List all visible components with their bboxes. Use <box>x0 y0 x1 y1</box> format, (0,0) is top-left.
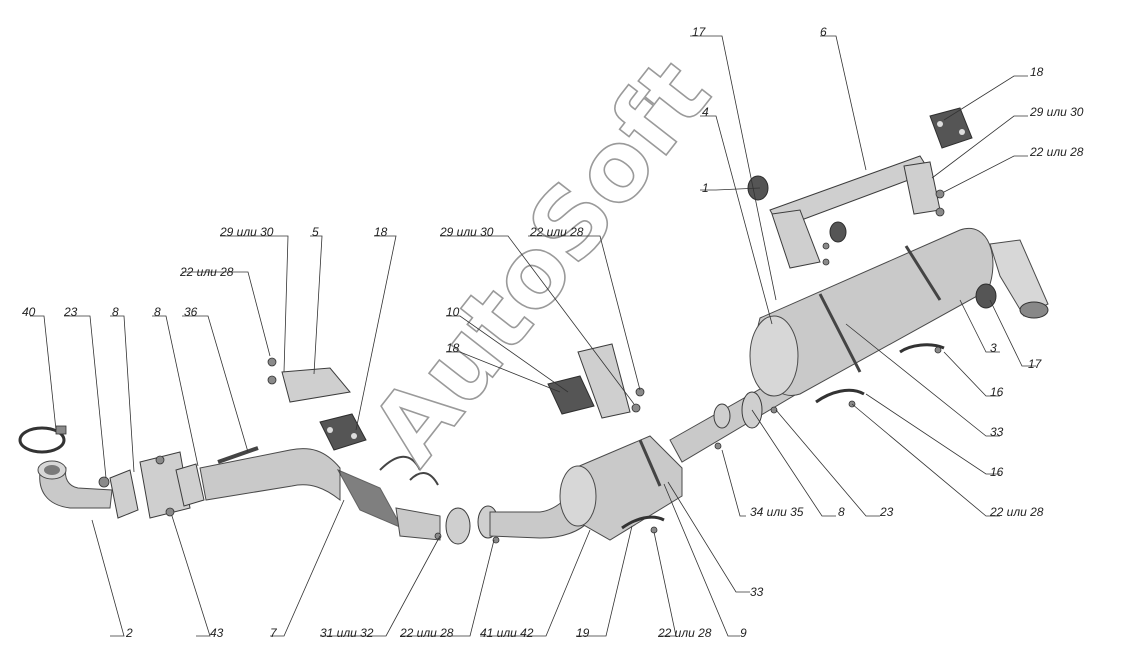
main-muffler <box>749 227 1049 397</box>
label-6: 6 <box>820 25 827 39</box>
label-29-30-c: 29 или 30 <box>1029 105 1084 119</box>
label-29-30-b: 29 или 30 <box>439 225 494 239</box>
label-22-28-a: 22 или 28 <box>179 265 234 279</box>
intermediate-pipe <box>199 448 441 541</box>
label-33-a: 33 <box>990 425 1004 439</box>
label-8-c: 8 <box>838 505 845 519</box>
label-22-28-e: 22 или 28 <box>399 626 454 640</box>
label-34-35: 34 или 35 <box>750 505 804 519</box>
converter-body <box>559 435 683 541</box>
label-18-b: 18 <box>446 341 460 355</box>
leader-lines <box>30 35 1036 637</box>
label-8-b: 8 <box>154 305 161 319</box>
bracket-5 <box>267 357 351 403</box>
label-9: 9 <box>740 626 747 640</box>
label-17-a: 17 <box>692 25 707 39</box>
label-7: 7 <box>270 626 278 640</box>
label-22-28-d: 22 или 28 <box>989 505 1044 519</box>
label-22-28-f: 22 или 28 <box>657 626 712 640</box>
label-22-28-b: 22 или 28 <box>529 225 584 239</box>
label-3: 3 <box>990 341 997 355</box>
label-29-30-a: 29 или 30 <box>219 225 274 239</box>
middle-flange <box>434 505 500 545</box>
label-41-42: 41 или 42 <box>480 626 534 640</box>
long-bolt <box>217 446 259 464</box>
label-36: 36 <box>184 305 198 319</box>
label-5: 5 <box>312 225 319 239</box>
label-2: 2 <box>125 626 133 640</box>
label-40: 40 <box>22 305 36 319</box>
label-19: 19 <box>576 626 590 640</box>
label-33-b: 33 <box>750 585 764 599</box>
label-1: 1 <box>702 181 709 195</box>
bracket-10 <box>547 343 645 419</box>
watermark-text: AutoSoft <box>350 39 732 484</box>
front-elbow-pipe <box>37 460 113 509</box>
label-4: 4 <box>702 105 709 119</box>
label-43: 43 <box>210 626 224 640</box>
lower-hangers <box>621 343 945 534</box>
rubber-hanger-left <box>319 413 367 451</box>
label-23: 23 <box>63 305 78 319</box>
label-22-28-c: 22 или 28 <box>1029 145 1084 159</box>
label-8: 8 <box>112 305 119 319</box>
label-18-a: 18 <box>374 225 388 239</box>
label-10: 10 <box>446 305 460 319</box>
clamp <box>18 425 67 454</box>
label-18-c: 18 <box>1030 65 1044 79</box>
label-23-b: 23 <box>879 505 894 519</box>
rubber-hanger-top <box>929 107 973 149</box>
front-flange-assembly <box>98 451 205 519</box>
label-31-32: 31 или 32 <box>320 626 374 640</box>
rear-crossmember <box>769 155 945 269</box>
label-17-b: 17 <box>1028 357 1043 371</box>
callout-labels: 40 23 8 8 36 22 или 28 29 или 30 5 18 10… <box>22 25 1084 640</box>
label-16-a: 16 <box>990 385 1004 399</box>
label-16-b: 16 <box>990 465 1004 479</box>
